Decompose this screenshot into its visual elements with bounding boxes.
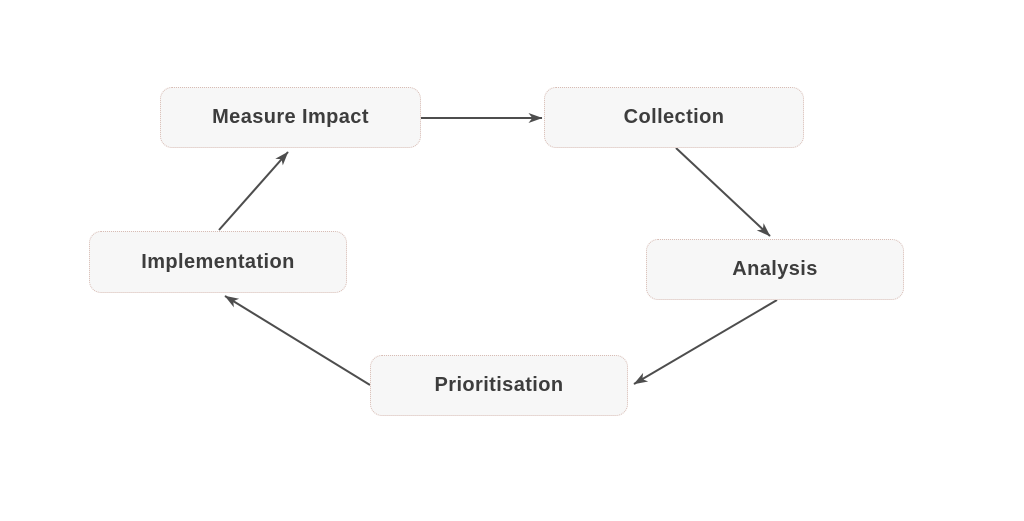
node-analysis[interactable]: Analysis [646,239,904,300]
node-analysis-label: Analysis [732,258,818,280]
arrow-collection-to-analysis [675,147,771,237]
node-implementation-label: Implementation [141,250,295,273]
node-collection[interactable]: Collection [544,87,804,148]
node-measure-impact[interactable]: Measure Impact [160,87,421,148]
arrow-analysis-to-prioritisation [633,299,778,385]
arrow-implementation-to-measure-impact [218,151,289,231]
node-measure-impact-label: Measure Impact [212,106,369,128]
node-implementation[interactable]: Implementation [89,231,347,293]
node-prioritisation[interactable]: Prioritisation [370,355,628,416]
arrow-prioritisation-to-implementation [224,295,371,386]
node-collection-label: Collection [623,106,725,128]
node-prioritisation-label: Prioritisation [434,374,564,396]
